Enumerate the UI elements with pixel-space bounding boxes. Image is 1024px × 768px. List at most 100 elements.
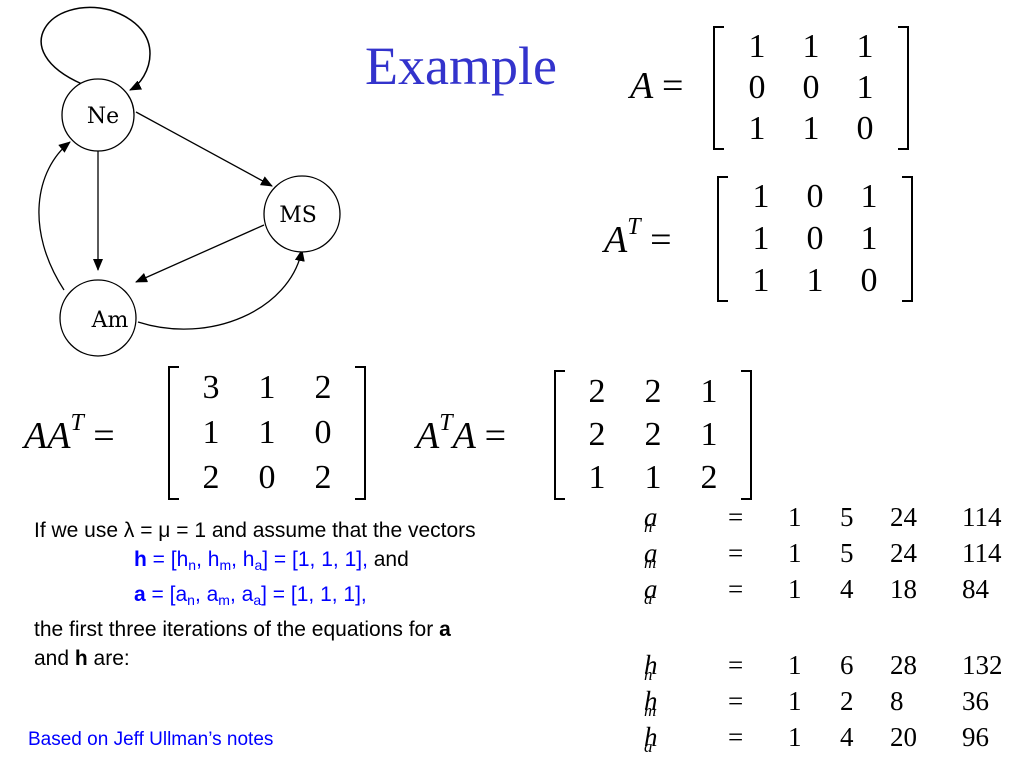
matrix-cell: 1 [806,262,824,299]
node-ne [61,78,135,152]
equals-sign: = [728,574,744,604]
matrix-cell: 0 [314,413,332,451]
bracket-right [902,176,913,302]
matrix-cell: 2 [202,458,220,496]
bracket-left [717,176,728,302]
matrix-cell: 2 [588,415,606,453]
iteration-value: 132 [962,650,1003,680]
iteration-value: 114 [962,502,1002,532]
matrix-cell: 0 [856,110,874,148]
iteration-value: 84 [962,574,989,604]
matrix-cell: 2 [314,369,332,407]
matrix-cell: 2 [644,415,662,453]
matrix-cell: 1 [258,369,276,407]
paragraph-line-h: h = [hn, hm, ha] = [1, 1, 1], and [134,548,409,573]
explanation-text: If we use λ = μ = 1 and assume that the … [34,516,634,673]
matrix-cell: 2 [588,372,606,410]
edge-ms-am [135,224,265,283]
matrix-cell: 0 [806,220,824,257]
iteration-value: 5 [840,502,854,532]
iteration-value: 1 [788,502,802,532]
edge-ne-ne [40,6,151,91]
matrix-cell: 1 [860,220,878,257]
iteration-value: 28 [890,650,917,680]
matrix-cell: 1 [748,110,766,148]
matrix-cell: 1 [258,413,276,451]
equals-sign: = [728,502,744,532]
edge-am-ms [137,249,305,330]
matrix-cell: 1 [802,110,820,148]
matrix-cell: 0 [258,458,276,496]
iteration-value: 8 [890,686,904,716]
iteration-value: 1 [788,538,802,568]
iteration-value: 4 [840,574,854,604]
iteration-value: 6 [840,650,854,680]
matrix-cell: 1 [700,415,718,453]
page-title: Example [365,36,557,96]
bracket-right [741,370,752,500]
matrix-cell: 1 [752,262,770,299]
iteration-value: 1 [788,650,802,680]
iteration-value: 114 [962,538,1002,568]
edge-ne-ms [135,111,273,187]
matrix-cell: 0 [806,178,824,215]
matrix-cell: 1 [802,27,820,65]
iteration-value: 1 [788,722,802,752]
iteration-value: 5 [840,538,854,568]
matrix-cell: 1 [752,178,770,215]
bracket-left [168,366,179,500]
iteration-value: 1 [788,686,802,716]
matrix-cell: 1 [202,413,220,451]
matrix-cell: 2 [700,459,718,497]
equals-sign: = [728,686,744,716]
matrix-at-label: AT = [604,214,672,261]
matrix-cell: 1 [860,178,878,215]
matrix-cell: 2 [314,458,332,496]
iteration-value: 36 [962,686,989,716]
matrix-a-label: A = [630,65,684,107]
bracket-left [713,26,724,150]
paragraph-line-5: and h are: [34,647,130,670]
node-ms-label: MS [279,203,317,228]
iteration-value: 24 [890,538,917,568]
matrix-cell: 1 [856,27,874,65]
bracket-right [898,26,909,150]
matrix-aat-label: AAT = [24,410,115,457]
node-ne-label: Ne [87,104,119,129]
iteration-value: 20 [890,722,917,752]
footer-credit: Based on Jeff Ullman’s notes [28,729,274,750]
equals-sign: = [728,538,744,568]
iteration-value: 96 [962,722,989,752]
matrix-cell: 1 [588,459,606,497]
equals-sign: = [728,722,744,752]
link-graph: Ne MS Am [38,6,341,357]
iteration-value: 1 [788,574,802,604]
matrix-cell: 0 [860,262,878,299]
matrix-cell: 1 [748,27,766,65]
matrix-cell: 1 [700,372,718,410]
equals-sign: = [728,650,744,680]
matrix-cell: 0 [748,68,766,106]
iteration-value: 18 [890,574,917,604]
node-am-label: Am [91,308,129,333]
iteration-value: 2 [840,686,854,716]
matrix-cell: 0 [802,68,820,106]
matrix-cell: 1 [752,220,770,257]
bracket-left [554,370,565,500]
